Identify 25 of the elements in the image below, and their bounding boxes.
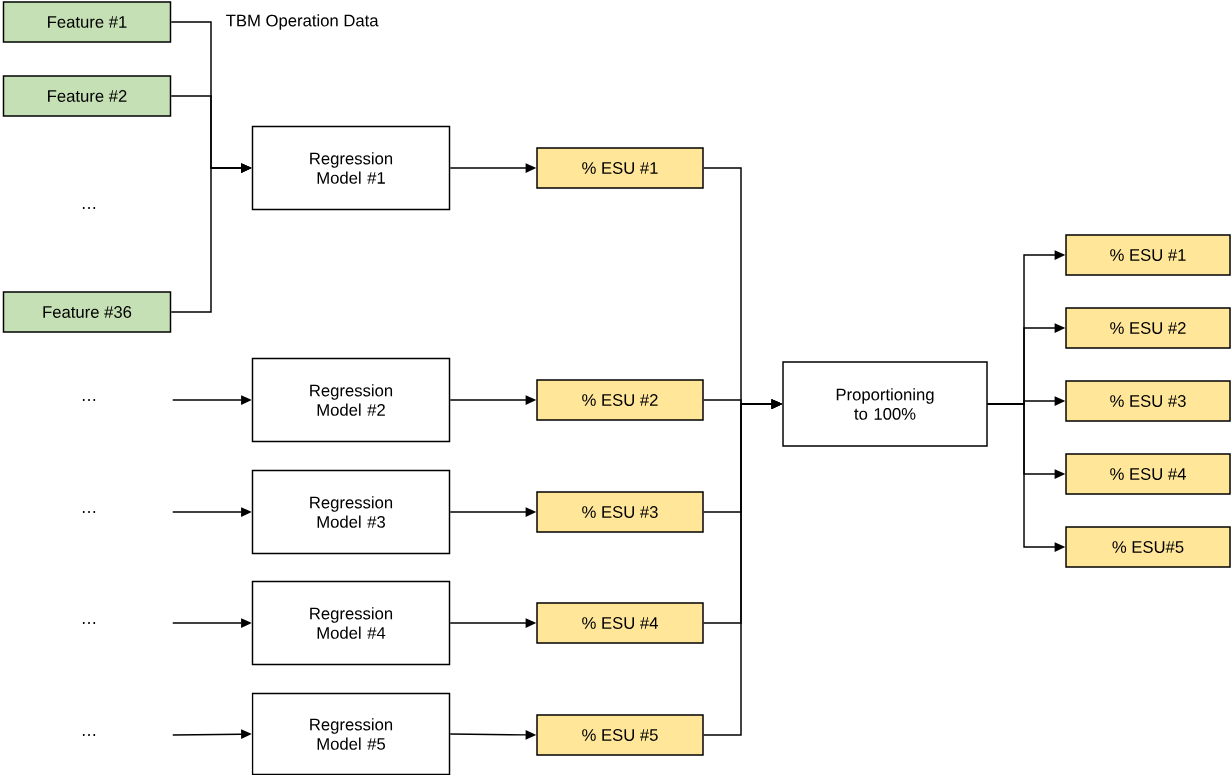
- process-box: Regression Model #1: [251, 125, 451, 211]
- ellipsis-text: …: [82, 399, 96, 401]
- process-box: % ESU #2: [536, 379, 704, 421]
- process-box: Feature #1: [2, 1, 172, 43]
- ellipsis-text: …: [82, 622, 96, 624]
- process-box: % ESU #4: [536, 602, 704, 644]
- process-box: Regression Model #2: [251, 357, 451, 443]
- annotation-text: TBM Operation Data: [226, 14, 379, 30]
- process-box: % ESU #3: [536, 491, 704, 533]
- process-box: % ESU #1: [536, 147, 704, 189]
- process-box: Proportioning to 100%: [782, 361, 988, 447]
- process-box: % ESU #1: [1065, 234, 1231, 276]
- process-box: % ESU #5: [536, 714, 704, 756]
- process-box: Regression Model #4: [251, 580, 451, 666]
- process-box: Feature #2: [2, 75, 172, 117]
- process-box: Regression Model #3: [251, 469, 451, 555]
- ellipsis-text: …: [82, 511, 96, 513]
- process-box: % ESU #4: [1065, 453, 1231, 495]
- process-box: Feature #36: [2, 291, 172, 333]
- process-box: % ESU #3: [1065, 380, 1231, 422]
- process-box: % ESU #2: [1065, 307, 1231, 349]
- process-box: % ESU#5: [1065, 526, 1231, 568]
- ellipsis-text: …: [82, 207, 96, 209]
- ellipsis-text: …: [82, 734, 96, 736]
- process-box: Regression Model #5: [251, 692, 451, 775]
